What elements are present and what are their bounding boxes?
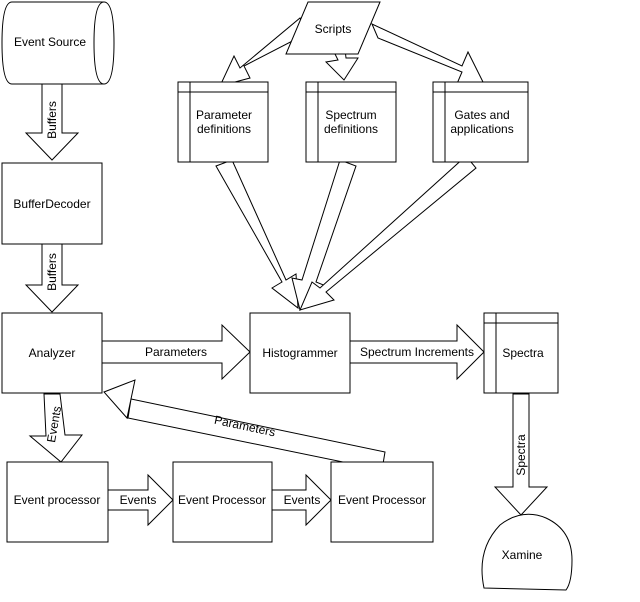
- edge-label-events-1: Events: [120, 493, 157, 507]
- node-label-event-processor-1: Event processor: [14, 493, 101, 507]
- arrow-parameters-forward: Parameters: [101, 323, 251, 381]
- arrow-scripts-to-gates: [371, 22, 486, 87]
- node-event-processor-3: Event Processor: [330, 461, 434, 543]
- node-xamine: Xamine: [481, 513, 573, 591]
- node-label-gates-and-applications-2: applications: [450, 122, 513, 136]
- arrow-gates-to-histogrammer: [299, 155, 477, 311]
- node-label-histogrammer: Histogrammer: [262, 346, 337, 360]
- node-label-buffer-decoder: BufferDecoder: [13, 197, 90, 211]
- arrow-buffers-2: Buffers: [24, 243, 80, 313]
- node-label-gates-and-applications-1: Gates and: [454, 108, 509, 122]
- node-label-xamine: Xamine: [502, 548, 543, 562]
- node-event-source: Event Source: [1, 1, 115, 85]
- node-gates-and-applications: Gates and applications: [432, 81, 529, 163]
- edge-label-buffers-1: Buffers: [45, 101, 59, 139]
- arrow-events-down: Events: [28, 393, 84, 463]
- node-spectra: Spectra: [483, 312, 559, 394]
- node-label-spectrum-definitions-2: definitions: [324, 122, 378, 136]
- node-label-analyzer: Analyzer: [29, 346, 76, 360]
- node-label-parameter-definitions-1: Parameter: [196, 108, 252, 122]
- edge-label-spectra-to-xamine: Spectra: [514, 434, 528, 476]
- node-buffer-decoder: BufferDecoder: [1, 162, 103, 245]
- edge-label-spectrum-increments: Spectrum Increments: [360, 345, 474, 359]
- node-event-processor-2: Event Processor: [172, 461, 273, 543]
- node-label-event-processor-3: Event Processor: [338, 493, 426, 507]
- node-parameter-definitions: Parameter definitions: [177, 81, 269, 163]
- edge-label-parameters-forward: Parameters: [145, 345, 207, 359]
- node-label-spectrum-definitions-1: Spectrum: [325, 108, 376, 122]
- node-analyzer: Analyzer: [1, 312, 103, 394]
- node-event-processor-1: Event processor: [6, 461, 109, 543]
- arrow-spectra-to-xamine: Spectra: [493, 393, 549, 516]
- node-label-spectra: Spectra: [502, 346, 544, 360]
- node-label-parameter-definitions-2: definitions: [197, 122, 251, 136]
- edge-label-events-down: Events: [44, 405, 64, 444]
- node-label-event-source: Event Source: [14, 35, 86, 49]
- node-scripts: Scripts: [285, 1, 381, 55]
- node-label-scripts: Scripts: [315, 22, 352, 36]
- arrow-spectrum-increments: Spectrum Increments: [349, 323, 485, 381]
- arrow-events-1: Events: [107, 473, 174, 527]
- arrow-paramdefs-to-histogrammer: [215, 159, 299, 310]
- arrow-events-2: Events: [271, 473, 332, 527]
- node-histogrammer: Histogrammer: [249, 312, 351, 394]
- arrow-buffers-1: Buffers: [24, 83, 80, 161]
- node-spectrum-definitions: Spectrum definitions: [305, 81, 397, 163]
- node-label-event-processor-2: Event Processor: [178, 493, 266, 507]
- edge-label-events-2: Events: [284, 493, 321, 507]
- edge-label-buffers-2: Buffers: [45, 253, 59, 291]
